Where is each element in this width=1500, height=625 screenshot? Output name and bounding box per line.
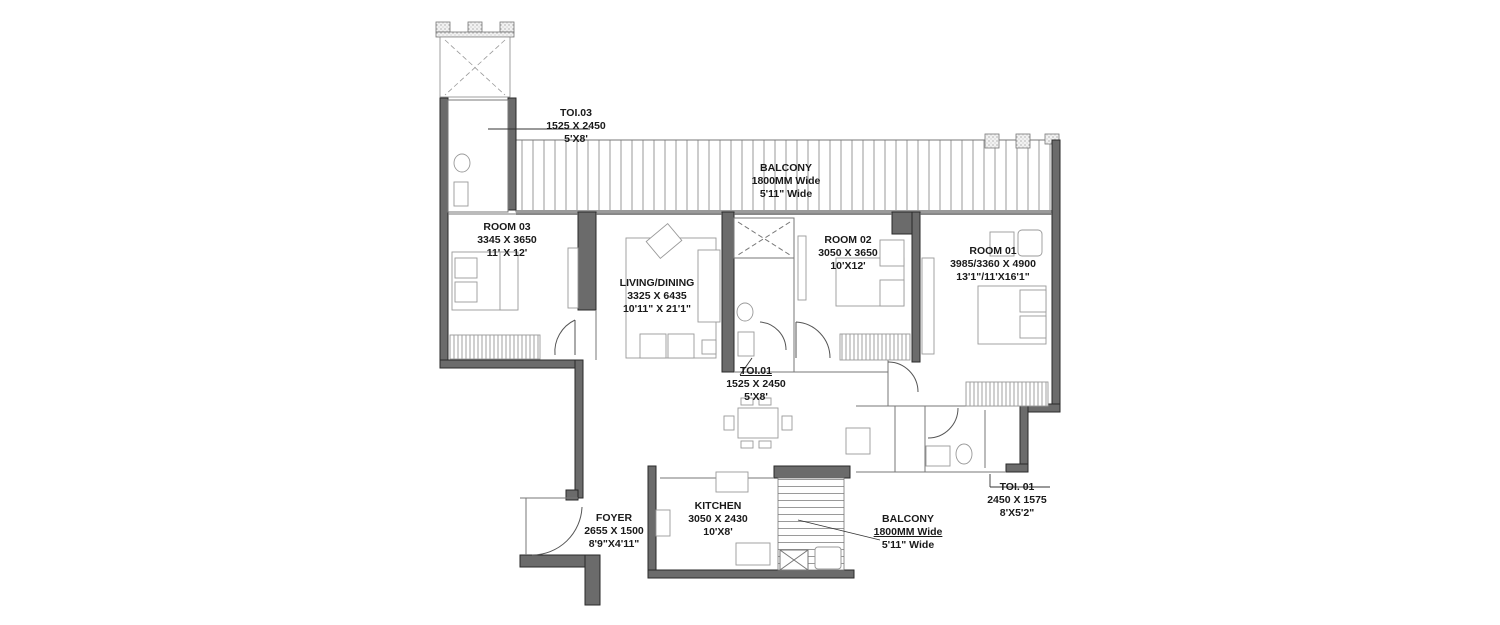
toi03-metric: 1525 X 2450 xyxy=(546,120,606,132)
leader-lines xyxy=(488,128,1050,541)
toi01b-imperial: 8'X5'2" xyxy=(999,507,1035,519)
room01-imperial: 13'1"/11'X16'1" xyxy=(956,271,1030,283)
room03-metric: 3345 X 3650 xyxy=(477,234,537,246)
foyer-name: FOYER xyxy=(595,512,633,524)
room02-metric: 3050 X 3650 xyxy=(818,247,878,259)
furniture xyxy=(449,153,1049,566)
room01-metric: 3985/3360 X 4900 xyxy=(950,258,1036,270)
toi03-imperial: 5'X8' xyxy=(564,133,588,145)
living-name: LIVING/DINING xyxy=(619,277,695,289)
balcony-bottom-name: BALCONY xyxy=(882,513,934,525)
foyer-imperial: 8'9"X4'11" xyxy=(588,538,640,550)
walls xyxy=(439,97,1061,606)
toi01a-metric: 1525 X 2450 xyxy=(726,378,786,390)
kitchen-name: KITCHEN xyxy=(694,500,742,512)
toi03-name: TOI.03 xyxy=(560,107,592,119)
kitchen-metric: 3050 X 2430 xyxy=(688,513,748,525)
label-kitchen: KITCHEN 3050 X 2430 10'X8' xyxy=(688,500,748,539)
shaft-top xyxy=(435,21,515,98)
room03-imperial: 11' X 12' xyxy=(486,247,528,259)
balcony-bottom-area xyxy=(777,477,845,571)
room02-name: ROOM 02 xyxy=(824,234,872,246)
label-toi03: TOI.03 1525 X 2450 5'X8' xyxy=(546,107,606,146)
label-toi01-b: TOI. 01 2450 X 1575 8'X5'2" xyxy=(987,481,1047,520)
toi01a-imperial: 5'X8' xyxy=(744,391,768,403)
kitchen-imperial: 10'X8' xyxy=(703,526,733,538)
label-balcony-top: BALCONY 1800MM Wide 5'11" Wide xyxy=(752,162,821,201)
balcony-bottom-imperial: 5'11" Wide xyxy=(881,539,935,551)
room03-name: ROOM 03 xyxy=(483,221,531,233)
balcony-bottom-metric: 1800MM Wide xyxy=(873,526,943,538)
label-room02: ROOM 02 3050 X 3650 10'X12' xyxy=(818,234,878,273)
room02-imperial: 10'X12' xyxy=(830,260,866,272)
living-imperial: 10'11" X 21'1" xyxy=(622,303,692,315)
room01-name: ROOM 01 xyxy=(969,245,1017,257)
balcony-top-area xyxy=(515,133,1060,215)
balcony-top-metric: 1800MM Wide xyxy=(751,175,821,187)
label-toi01-a: TOI.01 1525 X 2450 5'X8' xyxy=(726,365,786,404)
label-balcony-bottom: BALCONY 1800MM Wide 5'11" Wide xyxy=(874,513,943,552)
label-foyer: FOYER 2655 X 1500 8'9"X4'11" xyxy=(584,512,644,551)
balcony-top-imperial: 5'11" Wide xyxy=(759,188,813,200)
toi01b-metric: 2450 X 1575 xyxy=(987,494,1047,506)
label-room03: ROOM 03 3345 X 3650 11' X 12' xyxy=(477,221,537,260)
foyer-metric: 2655 X 1500 xyxy=(584,525,644,537)
toi01b-name: TOI. 01 xyxy=(999,481,1035,493)
living-metric: 3325 X 6435 xyxy=(627,290,687,302)
partitions xyxy=(447,99,1052,555)
label-room01: ROOM 01 3985/3360 X 4900 13'1"/11'X16'1" xyxy=(950,245,1036,284)
balcony-top-name: BALCONY xyxy=(760,162,812,174)
toi01a-name: TOI.01 xyxy=(740,365,772,377)
label-living-dining: LIVING/DINING 3325 X 6435 10'11" X 21'1" xyxy=(620,277,695,316)
